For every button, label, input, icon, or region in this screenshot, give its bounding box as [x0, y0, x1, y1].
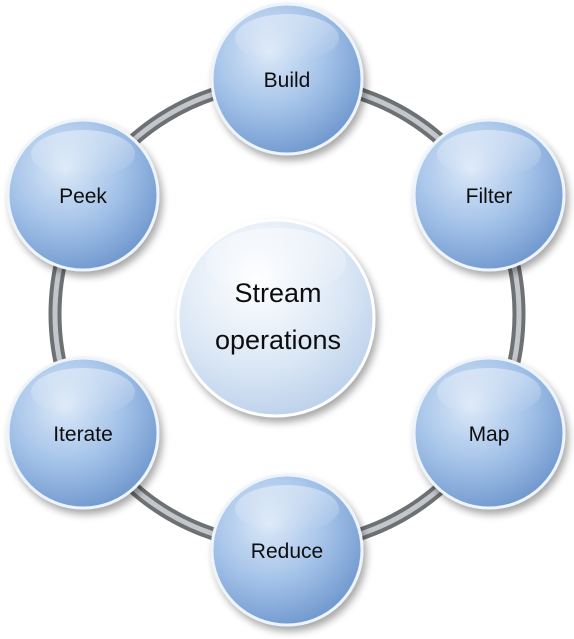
center-label-line1: Stream — [234, 278, 321, 308]
node-build: Build — [210, 2, 364, 156]
node-reduce: Reduce — [210, 473, 364, 627]
node-label-iterate: Iterate — [53, 423, 113, 446]
node-peek: Peek — [6, 118, 160, 272]
node-label-reduce: Reduce — [251, 540, 323, 563]
node-label-build: Build — [264, 69, 311, 92]
center-label-line2: operations — [215, 325, 341, 355]
node-filter: Filter — [412, 118, 566, 272]
node-label-peek: Peek — [59, 185, 107, 208]
center-node: Stream operations — [176, 218, 376, 418]
node-map: Map — [412, 356, 566, 510]
node-label-map: Map — [469, 423, 510, 446]
node-label-filter: Filter — [466, 185, 513, 208]
node-iterate: Iterate — [6, 356, 160, 510]
